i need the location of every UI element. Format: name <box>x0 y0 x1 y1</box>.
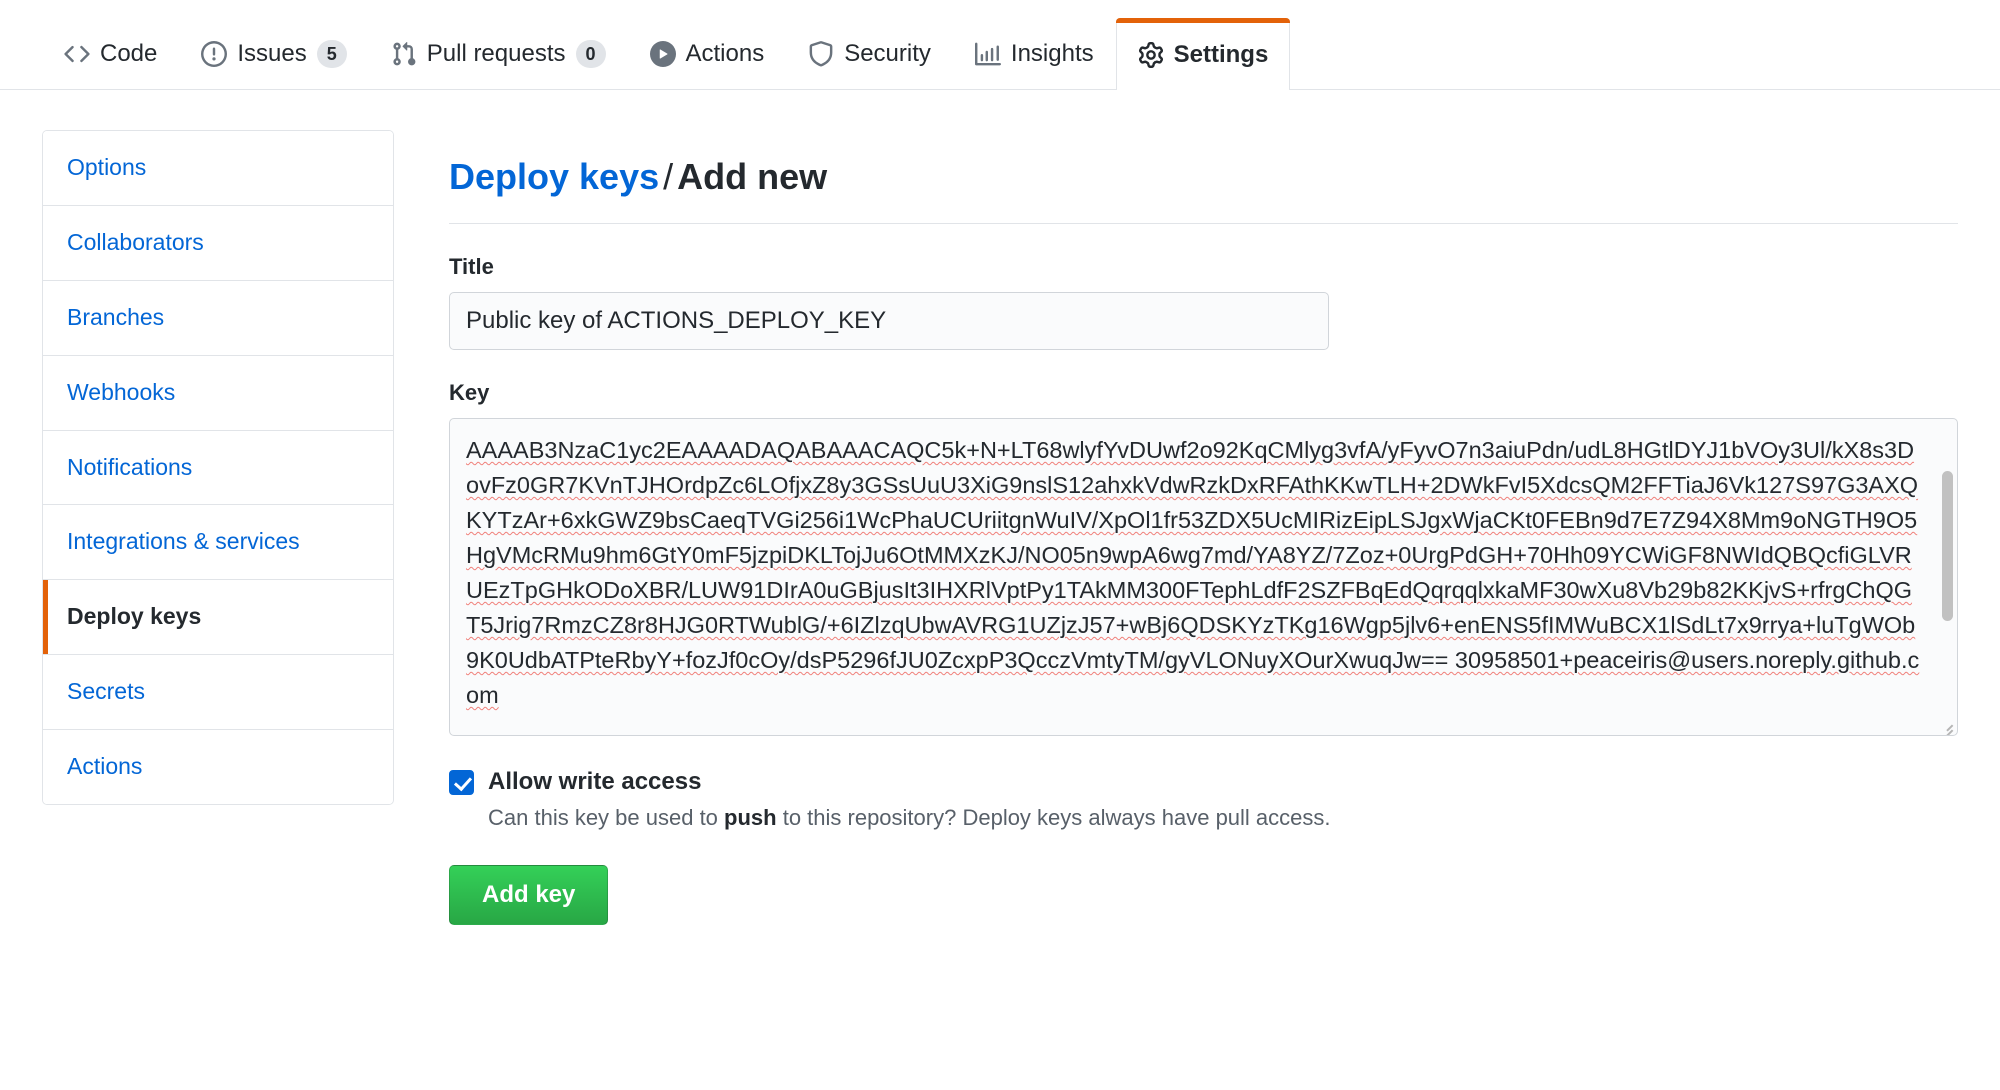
note-after: to this repository? Deploy keys always h… <box>776 805 1331 831</box>
sidebar-item-collaborators[interactable]: Collaborators <box>43 205 393 281</box>
title-input[interactable] <box>449 292 1329 351</box>
title-form-group: Title <box>449 254 1958 351</box>
tab-code-label: Code <box>100 39 158 67</box>
allow-write-access-checkbox[interactable] <box>449 770 474 796</box>
play-icon <box>649 40 676 67</box>
repo-nav-tabs: Code Issues 5 Pull requests 0 Actions Se… <box>0 0 2000 90</box>
settings-sidebar: Options Collaborators Branches Webhooks … <box>42 130 394 806</box>
breadcrumb-deploy-keys-link[interactable]: Deploy keys <box>449 156 660 198</box>
tab-insights[interactable]: Insights <box>953 17 1116 89</box>
tab-security-label: Security <box>844 39 931 67</box>
key-form-group: Key AAAAB3NzaC1yc2EAAAADAQABAAACAQC5k+N+… <box>449 380 1958 737</box>
breadcrumb-separator: / <box>663 156 674 198</box>
shield-icon <box>808 40 834 67</box>
key-textarea[interactable]: AAAAB3NzaC1yc2EAAAADAQABAAACAQC5k+N+LT68… <box>449 418 1958 737</box>
note-before: Can this key be used to <box>488 805 725 831</box>
tab-actions[interactable]: Actions <box>628 17 787 89</box>
tab-security[interactable]: Security <box>786 17 953 89</box>
sidebar-item-deploy-keys[interactable]: Deploy keys <box>43 580 393 656</box>
sidebar-item-branches[interactable]: Branches <box>43 280 393 356</box>
tab-settings-label: Settings <box>1173 40 1269 68</box>
tab-code[interactable]: Code <box>42 17 179 89</box>
allow-write-access-label[interactable]: Allow write access <box>488 768 702 796</box>
breadcrumb-current: Add new <box>677 156 828 198</box>
allow-write-access-texts: Allow write access Can this key be used … <box>488 766 1331 833</box>
tab-issues-counter: 5 <box>316 39 347 68</box>
key-textarea-scroll-thumb[interactable] <box>1942 471 1953 622</box>
sidebar-item-webhooks[interactable]: Webhooks <box>43 355 393 431</box>
sidebar-item-actions[interactable]: Actions <box>43 730 393 805</box>
sidebar-item-notifications[interactable]: Notifications <box>43 430 393 506</box>
tab-pull-requests[interactable]: Pull requests 0 <box>369 17 628 89</box>
page-title: Deploy keys/Add new <box>449 154 1958 225</box>
tab-pull-requests-label: Pull requests <box>426 39 566 67</box>
main-content: Deploy keys/Add new Title Key AAAAB3NzaC… <box>394 130 1958 925</box>
sidebar-item-integrations-services[interactable]: Integrations & services <box>43 505 393 581</box>
settings-page: Options Collaborators Branches Webhooks … <box>0 90 2000 925</box>
sidebar-item-secrets[interactable]: Secrets <box>43 655 393 731</box>
sidebar-item-options[interactable]: Options <box>43 131 393 206</box>
add-key-button[interactable]: Add key <box>449 864 609 925</box>
key-textarea-scrollbar[interactable] <box>1942 471 1953 707</box>
textarea-resize-handle[interactable] <box>1938 716 1954 732</box>
tab-insights-label: Insights <box>1010 39 1094 67</box>
key-label: Key <box>449 380 490 406</box>
graph-icon <box>974 41 1001 67</box>
allow-write-access-row: Allow write access Can this key be used … <box>449 766 1958 833</box>
git-pull-request-icon <box>391 41 417 67</box>
tab-issues[interactable]: Issues 5 <box>179 17 368 89</box>
gear-icon <box>1138 41 1164 68</box>
tab-issues-label: Issues <box>237 39 307 67</box>
issue-opened-icon <box>201 40 228 67</box>
allow-write-access-note: Can this key be used to push to this rep… <box>488 803 1331 833</box>
note-strong: push <box>724 805 777 831</box>
code-icon <box>64 41 90 67</box>
tab-settings[interactable]: Settings <box>1115 18 1291 90</box>
title-label: Title <box>449 254 494 280</box>
tab-actions-label: Actions <box>685 39 765 67</box>
tab-pull-requests-counter: 0 <box>575 39 606 68</box>
key-textarea-value: AAAAB3NzaC1yc2EAAAADAQABAAACAQC5k+N+LT68… <box>466 437 1920 709</box>
